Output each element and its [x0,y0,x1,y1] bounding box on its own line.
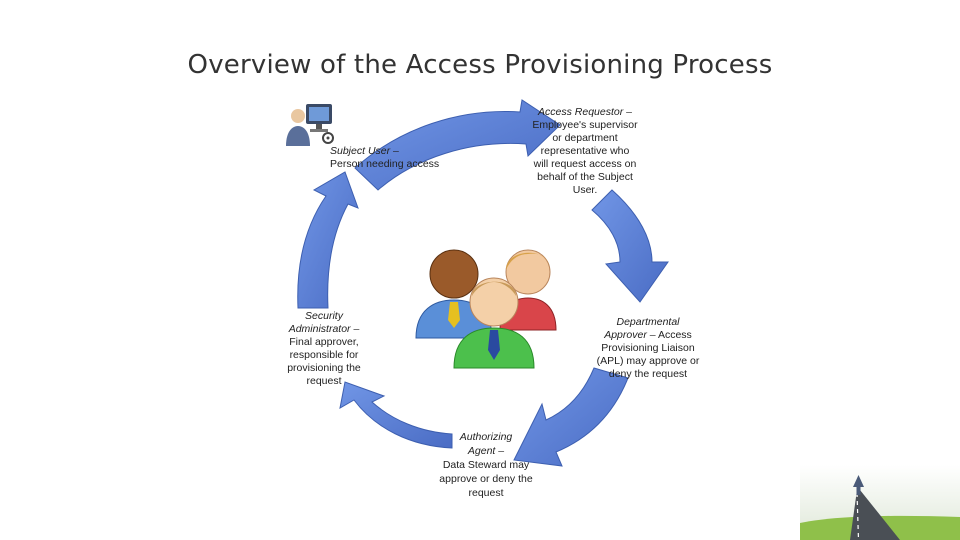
security-administrator-desc: Final approver, responsible for provisio… [287,336,361,387]
road-arrow-logo [800,465,960,540]
access-requestor-desc: Employee's supervisor or department repr… [532,119,638,196]
subject-user-role: Subject User – [330,145,399,157]
access-requestor-label: Access Requestor – Employee's supervisor… [532,106,638,197]
authorizing-agent-label: Authorizing Agent – Data Steward may app… [432,430,540,500]
computer-user-icon [286,104,334,146]
people-group-icon [415,249,557,369]
departmental-approver-label: Departmental Approver – Access Provision… [596,316,700,381]
arrow-subject-to-requestor [354,99,561,191]
arrow-authorizing-to-security [339,381,453,449]
arrow-requestor-to-departmental [591,189,669,303]
access-requestor-role: Access Requestor – [538,106,632,118]
subject-user-desc: Person needing access [330,158,440,170]
authorizing-agent-desc: Data Steward may approve or deny the req… [439,459,533,499]
arrow-security-to-subject [297,171,359,309]
arrow-departmental-to-authorizing [513,367,629,467]
subject-user-label: Subject User – Person needing access [330,145,450,171]
page-title: Overview of the Access Provisioning Proc… [187,50,773,80]
security-administrator-role: Security Administrator – [288,310,360,335]
authorizing-agent-role-line2: Agent – [467,445,505,457]
departmental-approver-role: Departmental Approver – [604,316,680,341]
security-administrator-label: Security Administrator – Final approver,… [278,310,370,388]
departmental-approver-desc: Access Provisioning Liaison (APL) may ap… [596,329,700,380]
authorizing-agent-role-line1: Authorizing [459,431,513,443]
